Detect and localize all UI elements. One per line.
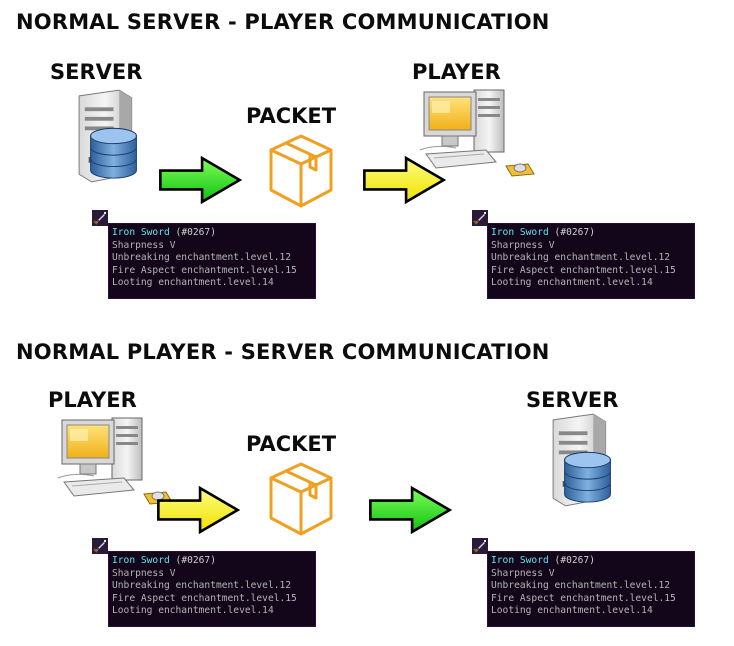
tooltip-item-id: (#0267) [554,227,595,238]
desktop-computer-icon [416,84,546,184]
section2-server-label: SERVER [526,388,619,412]
section2-packet-label: PACKET [246,432,337,456]
tooltip-item-id: (#0267) [554,555,595,566]
tooltip-line: Looting enchantment.level.14 [112,277,274,288]
tooltip-line: Sharpness V [491,567,555,579]
iron-sword-icon [92,210,108,226]
tooltip-line: Unbreaking enchantment.level.12 [491,580,671,591]
section1-player-label: PLAYER [412,60,501,84]
package-box-icon [266,458,336,538]
tooltip-line: Fire Aspect enchantment.level.15 [491,264,676,276]
tooltip-line: Sharpness V [112,567,176,579]
section1-server-label: SERVER [50,60,143,84]
tooltip-item-name: Iron Sword [491,555,549,566]
package-box-icon [266,130,336,210]
tooltip-line: Fire Aspect enchantment.level.15 [112,264,297,276]
item-tooltip: Iron Sword (#0267) Sharpness V Unbreakin… [108,551,316,627]
green-arrow-icon [158,156,242,204]
server-icon [534,412,620,508]
iron-sword-icon [92,538,108,554]
section2-player-label: PLAYER [48,388,137,412]
tooltip-line: Fire Aspect enchantment.level.15 [112,592,297,604]
yellow-arrow-icon [156,486,240,534]
tooltip-line: Unbreaking enchantment.level.12 [491,252,671,263]
tooltip-line: Sharpness V [112,239,176,251]
server-icon [60,88,146,184]
tooltip-item-id: (#0267) [175,555,216,566]
iron-sword-icon [472,538,488,554]
tooltip-line: Sharpness V [491,239,555,251]
item-tooltip: Iron Sword (#0267) Sharpness V Unbreakin… [108,223,316,299]
item-tooltip: Iron Sword (#0267) Sharpness V Unbreakin… [487,551,695,627]
section2-heading: NORMAL PLAYER - SERVER COMMUNICATION [16,340,550,364]
tooltip-item-id: (#0267) [175,227,216,238]
item-tooltip: Iron Sword (#0267) Sharpness V Unbreakin… [487,223,695,299]
tooltip-line: Unbreaking enchantment.level.12 [112,580,292,591]
tooltip-line: Looting enchantment.level.14 [112,605,274,616]
tooltip-line: Looting enchantment.level.14 [491,605,653,616]
tooltip-item-name: Iron Sword [112,555,170,566]
green-arrow-icon [368,486,452,534]
tooltip-item-name: Iron Sword [491,227,549,238]
tooltip-item-name: Iron Sword [112,227,170,238]
tooltip-line: Unbreaking enchantment.level.12 [112,252,292,263]
tooltip-line: Fire Aspect enchantment.level.15 [491,592,676,604]
iron-sword-icon [472,210,488,226]
section1-packet-label: PACKET [246,104,337,128]
section1-heading: NORMAL SERVER - PLAYER COMMUNICATION [16,10,550,34]
tooltip-line: Looting enchantment.level.14 [491,277,653,288]
